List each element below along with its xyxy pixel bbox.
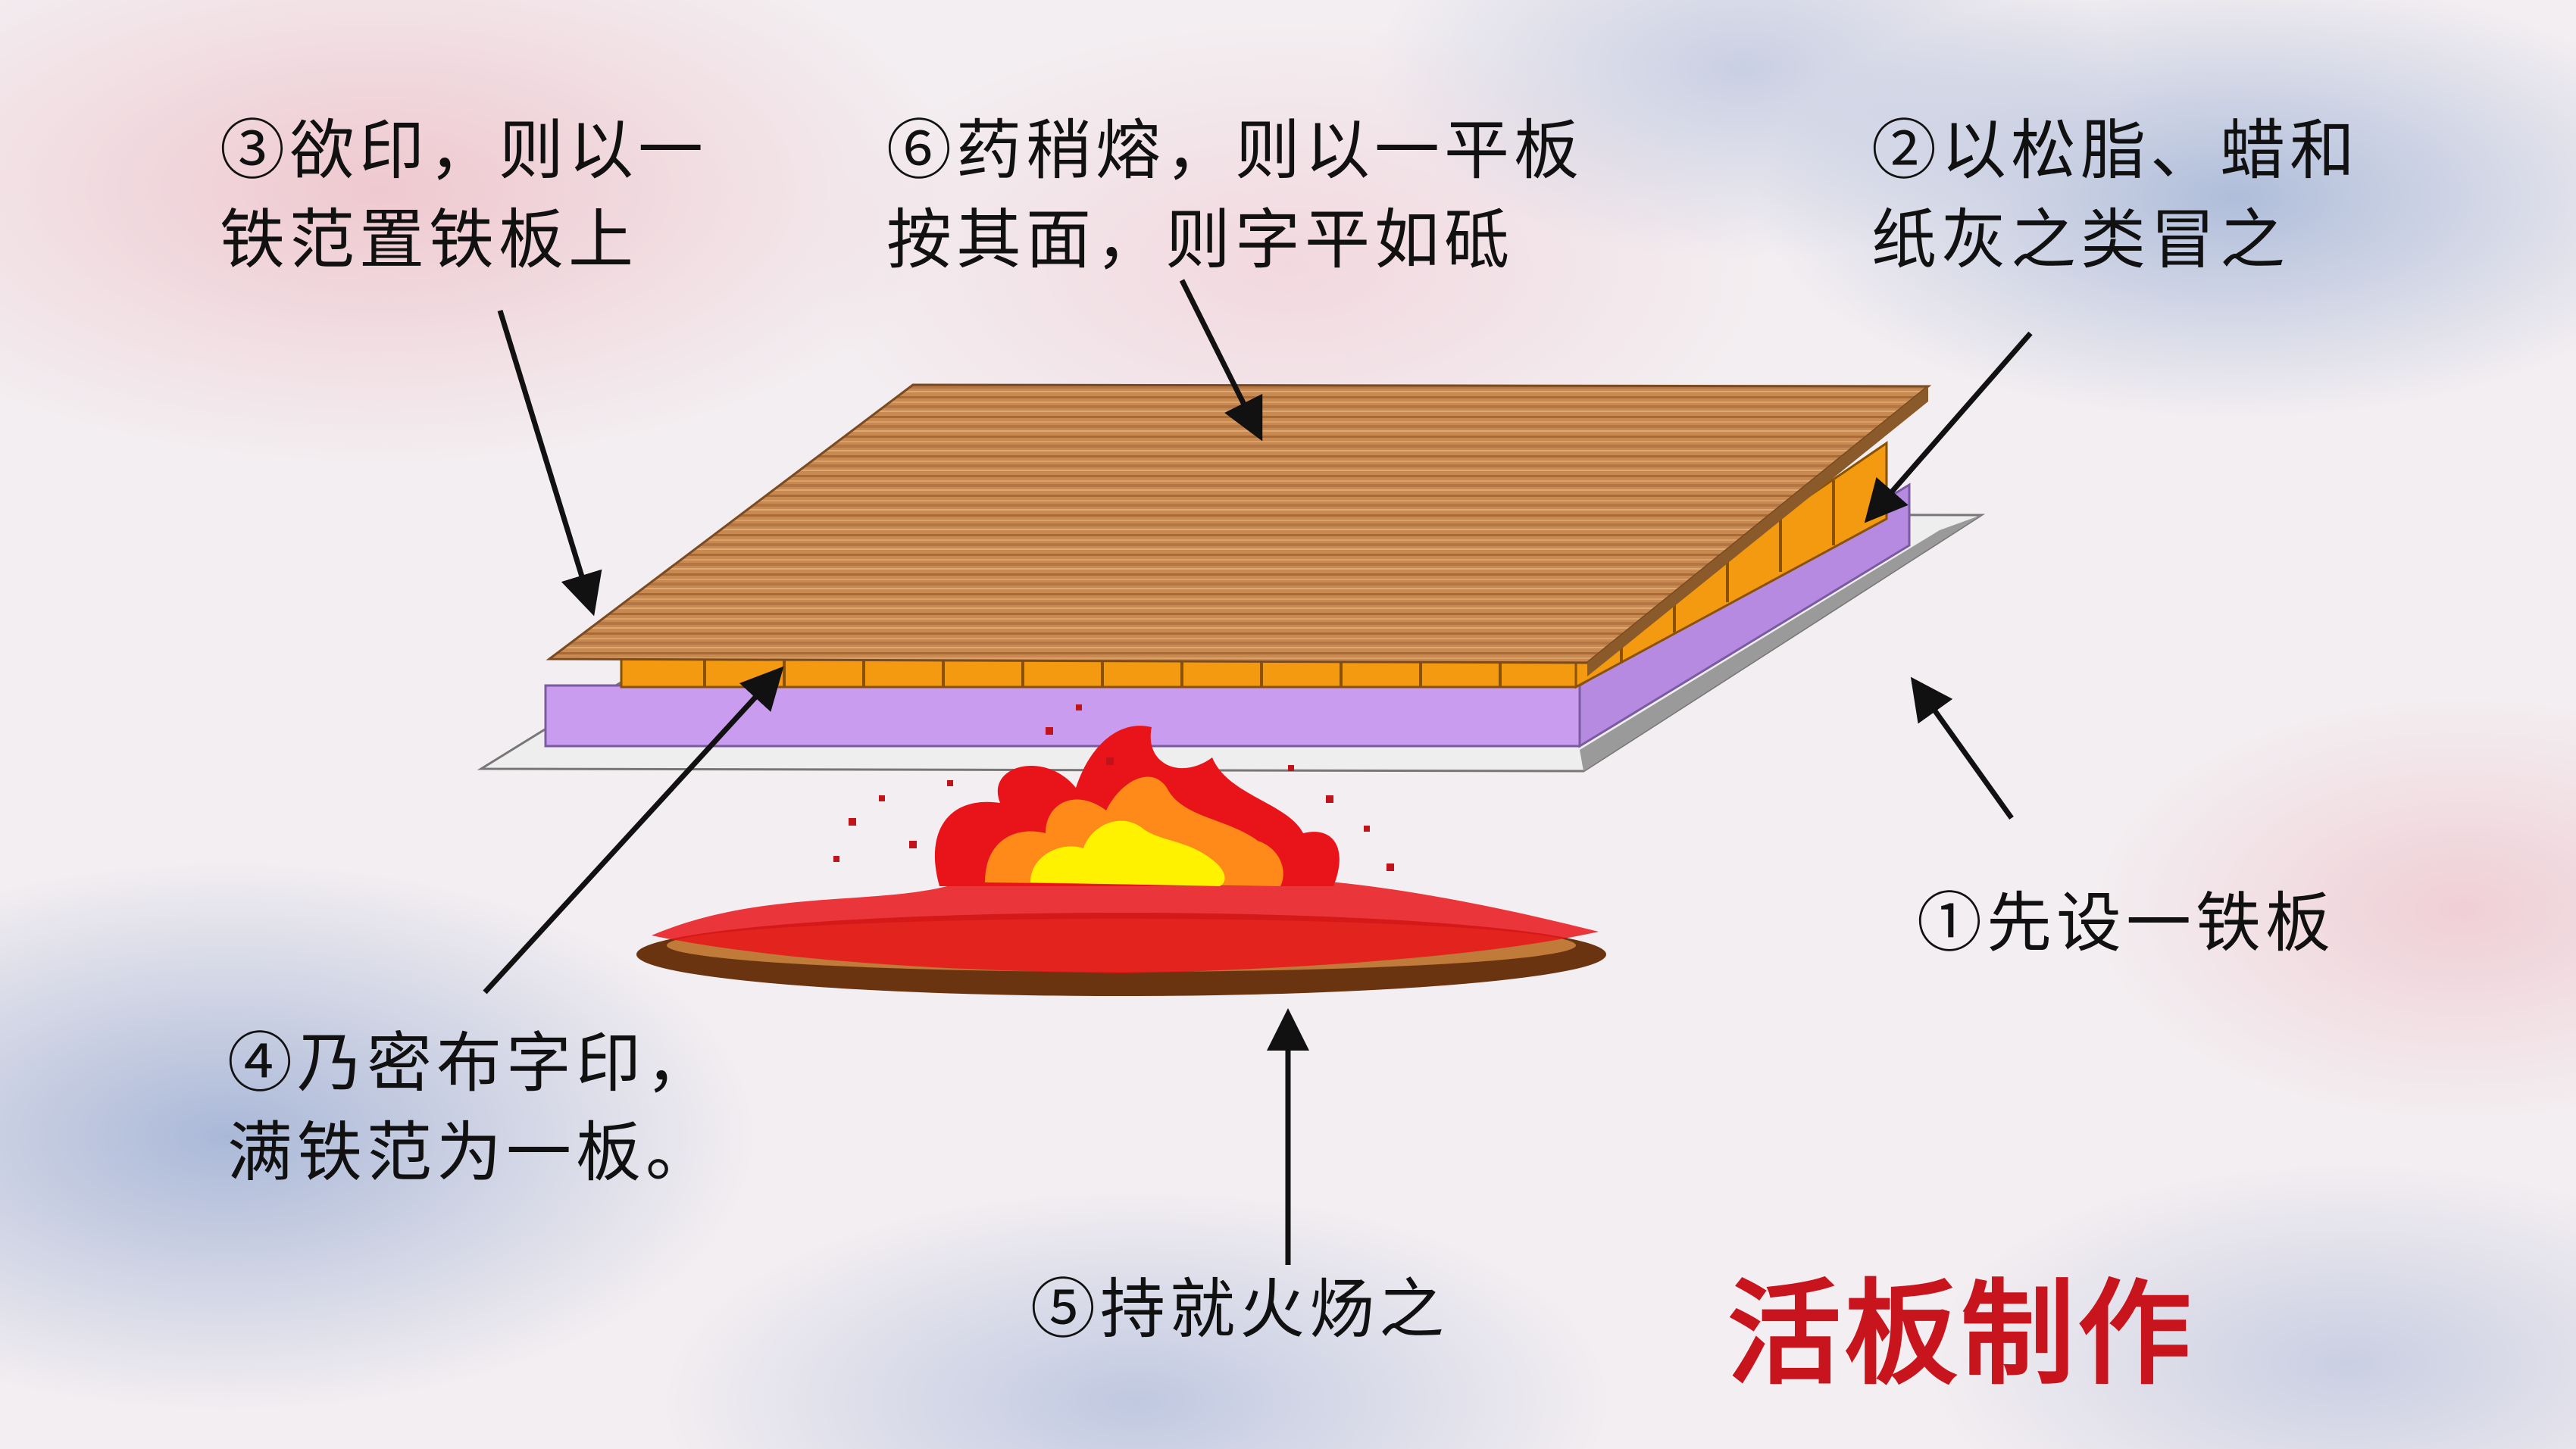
label-step3: ③欲印，则以一 铁范置铁板上: [220, 113, 708, 278]
label-step2: ②以松脂、蜡和 纸灰之类冒之: [1871, 113, 2359, 278]
label-step1: ①先设一铁板: [1917, 885, 2335, 961]
label-step6: ⑥药稍熔，则以一平板 按其面，则字平如砥: [886, 113, 1583, 278]
page-title: 活板制作: [1727, 1269, 2195, 1401]
flat-board: [546, 383, 1932, 676]
label-step5: ⑤持就火炀之: [1030, 1272, 1449, 1348]
arrow-icon: [483, 279, 2033, 1265]
label-step4: ④乃密布字印， 满铁范为一板。: [227, 1026, 715, 1191]
fire-icon: [636, 704, 1606, 996]
